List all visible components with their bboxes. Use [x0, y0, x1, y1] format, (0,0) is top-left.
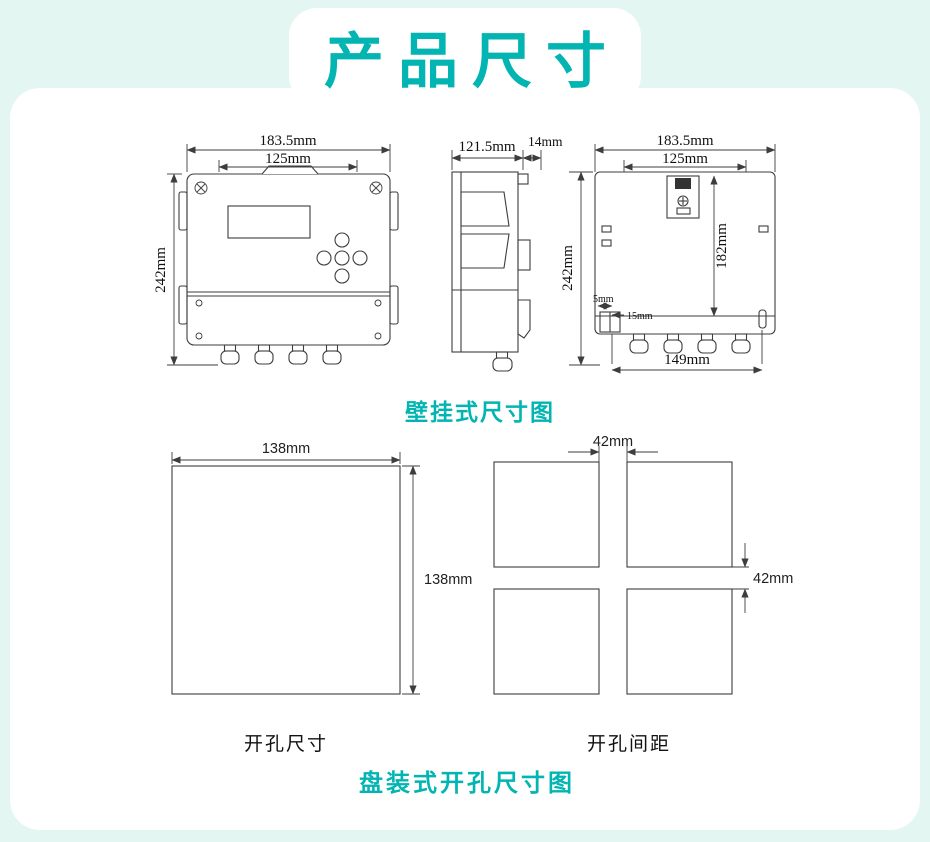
page-title: 产品尺寸 — [324, 27, 620, 95]
side-dimensions — [451, 150, 542, 170]
dim-side-top-width: 14mm — [528, 134, 563, 149]
cutout-drawing: 138mm 138mm — [171, 441, 472, 695]
screw-icon — [194, 181, 383, 340]
back-bottom-bracket — [599, 311, 621, 333]
dim-cutout-width: 138mm — [262, 441, 310, 457]
title-banner: 产品尺寸 — [289, 8, 641, 104]
dim-cutout-height: 138mm — [424, 572, 472, 588]
dim-back-slot-offset: 15mm — [627, 311, 653, 322]
wall-mount-caption: 壁挂式尺寸图 — [405, 399, 555, 425]
front-keypad — [316, 232, 368, 284]
cutout-square — [171, 465, 401, 695]
back-cable-glands — [629, 333, 751, 354]
spacing-label: 开孔间距 — [586, 734, 672, 755]
front-body — [178, 165, 399, 346]
cutout-dimensions — [171, 452, 420, 695]
cutout-label: 开孔尺寸 — [243, 734, 329, 755]
back-view-drawing: 183.5mm 125mm 242mm 182mm 149mm 5mm 15mm — [560, 133, 776, 374]
dim-front-height: 242mm — [153, 247, 169, 293]
back-body — [594, 171, 776, 335]
side-view-drawing: 121.5mm 14mm — [451, 134, 563, 372]
dim-spacing-horizontal: 42mm — [593, 434, 633, 450]
back-dimensions — [569, 144, 776, 374]
dim-back-width-inner: 125mm — [662, 151, 708, 167]
dim-spacing-vertical: 42mm — [753, 571, 793, 587]
dim-back-height: 242mm — [560, 245, 576, 291]
front-dimensions — [167, 144, 391, 366]
front-view-drawing: 183.5mm 125mm 242mm — [153, 133, 399, 366]
dim-front-width-inner: 125mm — [265, 151, 311, 167]
spacing-dimensions — [568, 446, 749, 613]
dim-back-bracket-height: 182mm — [714, 223, 730, 269]
spacing-drawing: 42mm 42mm — [493, 434, 793, 695]
back-mounting-bracket — [666, 175, 700, 219]
spacing-squares — [493, 461, 733, 695]
dim-front-width-outer: 183.5mm — [259, 133, 316, 149]
panel-mount-caption: 盘装式开孔尺寸图 — [359, 770, 575, 797]
dim-back-width-outer: 183.5mm — [656, 133, 713, 149]
dim-back-bottom-width: 149mm — [664, 352, 710, 368]
content-card — [10, 88, 920, 830]
dim-back-slot-width: 5mm — [593, 294, 614, 305]
front-display — [227, 205, 311, 239]
dim-side-depth: 121.5mm — [458, 139, 515, 155]
front-cable-glands — [220, 344, 342, 365]
side-body — [451, 171, 531, 372]
